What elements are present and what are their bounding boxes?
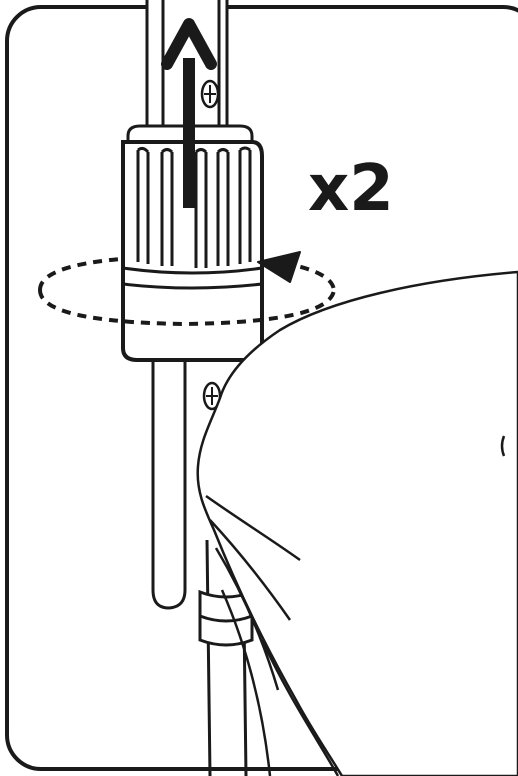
rotation-path-front xyxy=(38,289,336,327)
rotate-arrow-icon xyxy=(257,251,301,283)
fabric-cover xyxy=(196,270,518,776)
rotation-path-back xyxy=(38,253,336,291)
lower-pole xyxy=(151,354,187,610)
screw-icon xyxy=(200,79,220,109)
screw-icon xyxy=(202,381,222,411)
arrow-up-icon xyxy=(161,18,217,208)
multiplier-label: x2 xyxy=(308,152,394,226)
